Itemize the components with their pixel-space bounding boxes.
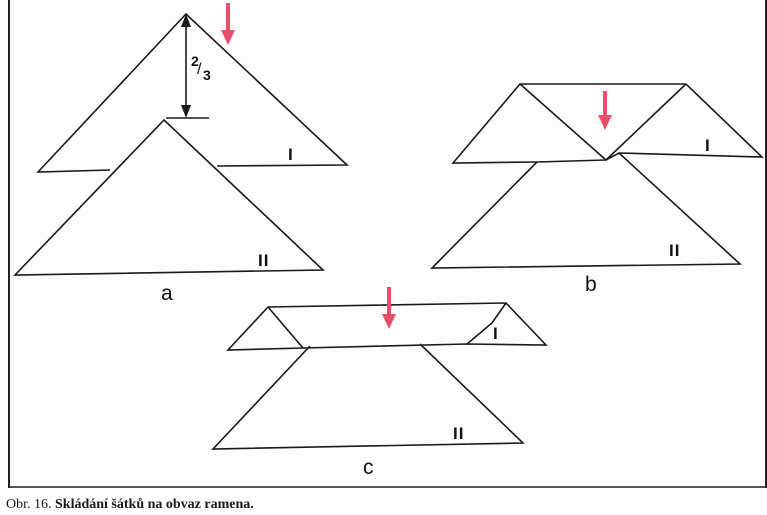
fraction-denominator: 3	[203, 67, 211, 83]
arrow-b	[598, 91, 612, 130]
panel-c-label-upper: I	[493, 324, 499, 343]
panel-a-drawing	[13, 12, 350, 276]
panel-c-lower-trapezoid	[211, 343, 525, 450]
panel-c-drawing	[211, 302, 548, 450]
panel-b-letter: b	[585, 273, 597, 296]
panel-c-upper-fold	[267, 306, 304, 349]
panel-a-letter: a	[161, 282, 173, 305]
fraction-numerator: 2	[191, 53, 199, 69]
panel-a-upper-triangle	[36, 12, 350, 173]
arrow-a	[221, 3, 235, 45]
panel-c-letter: c	[363, 456, 374, 479]
arrow-c	[382, 287, 396, 329]
caption-text: Skládání šátků na obvaz ramena.	[55, 497, 254, 512]
panel-b-label-lower: II	[669, 241, 681, 260]
figure-caption: Obr. 16. Skládání šátků na obvaz ramena.	[6, 497, 254, 513]
panel-b-label-upper: I	[705, 136, 711, 155]
panel-c-label-lower: II	[453, 424, 465, 443]
panel-b-upper-fold	[519, 83, 687, 162]
panel-b-drawing	[430, 83, 765, 269]
panel-a-label-upper: I	[288, 145, 294, 164]
panel-b-upper-triangle	[451, 83, 765, 164]
panel-a-lower-triangle	[13, 118, 325, 276]
caption-prefix: Obr. 16.	[6, 497, 52, 512]
panel-a-arrowhead-up	[181, 14, 191, 27]
panel-a-arrowhead-down	[181, 105, 191, 118]
fraction-slash: /	[197, 61, 202, 78]
panel-b-lower-triangle	[430, 152, 743, 269]
panel-c-right-fold	[466, 302, 507, 345]
panel-a-label-lower: II	[258, 251, 270, 270]
